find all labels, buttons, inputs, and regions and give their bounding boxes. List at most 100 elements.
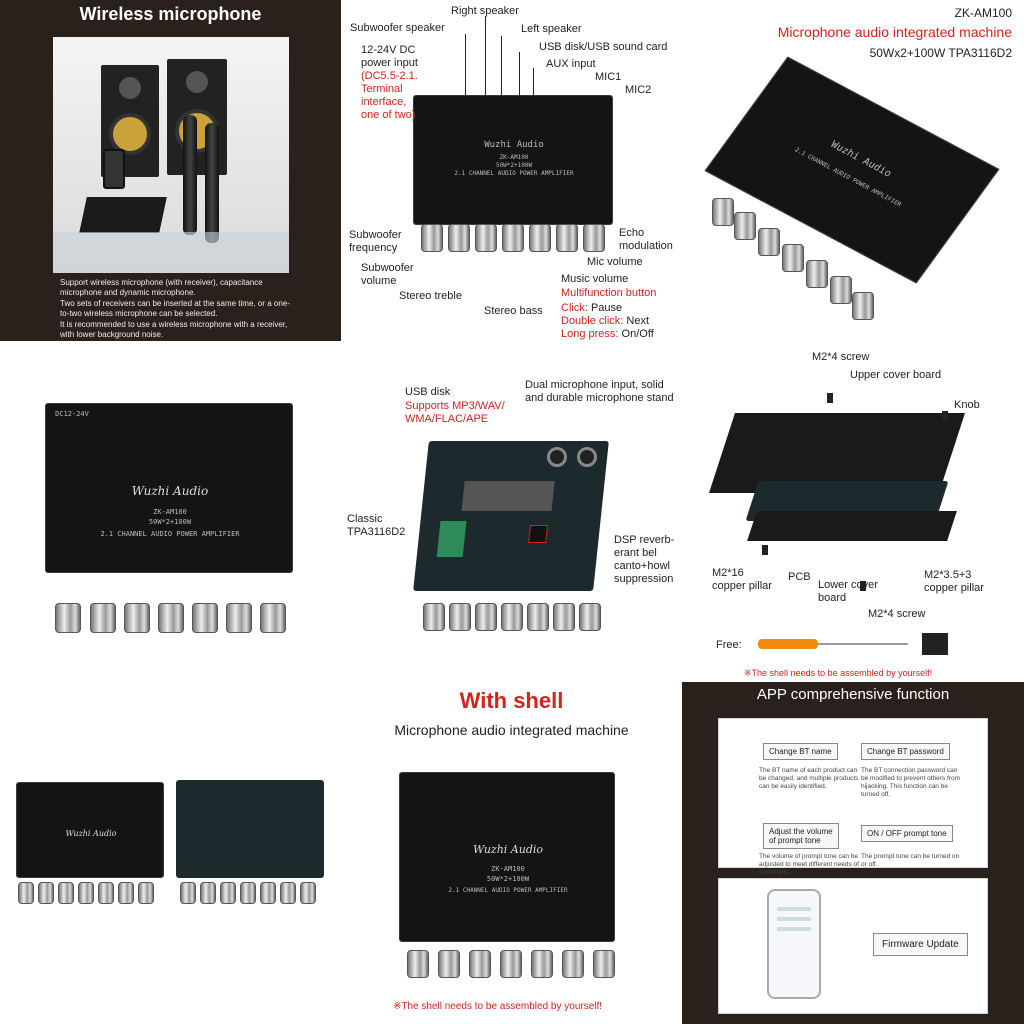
knob[interactable] [734, 212, 756, 240]
knob-mic[interactable] [226, 603, 252, 633]
knob-treble[interactable] [124, 603, 150, 633]
knob[interactable] [593, 950, 615, 978]
knob[interactable] [449, 603, 471, 631]
knob[interactable] [407, 950, 429, 978]
knob-echo[interactable] [260, 603, 286, 633]
change-bt-password-button[interactable]: Change BT password [861, 743, 950, 760]
onoff-prompt-button[interactable]: ON / OFF prompt tone [861, 825, 953, 842]
mic-jack-1[interactable] [547, 447, 567, 467]
knob-bass[interactable] [502, 224, 524, 252]
board-power: 50W*2+100W [486, 875, 530, 883]
click-value: Pause [590, 302, 623, 314]
double-click-value: Next [626, 315, 650, 327]
knob[interactable] [782, 244, 804, 272]
knob[interactable] [38, 882, 54, 904]
knob[interactable] [180, 882, 196, 904]
panel-title: Wireless microphone [79, 4, 262, 24]
knob[interactable] [240, 882, 256, 904]
knob-mic[interactable] [556, 224, 578, 252]
product-photo [53, 37, 289, 273]
board-brand: Wuzhi Audio [472, 843, 544, 856]
knob[interactable] [531, 950, 553, 978]
microphone-2 [205, 123, 219, 243]
knob[interactable] [562, 950, 584, 978]
label-power-2: power input [361, 57, 418, 69]
knob[interactable] [830, 276, 852, 304]
knob-bass[interactable] [158, 603, 184, 633]
knob[interactable] [758, 228, 780, 256]
knob[interactable] [18, 882, 34, 904]
feature-list: Support wireless microphone (with receiv… [60, 278, 290, 341]
knob[interactable] [58, 882, 74, 904]
knob[interactable] [78, 882, 94, 904]
knob[interactable] [852, 292, 874, 320]
knob[interactable] [469, 950, 491, 978]
change-bt-password-desc: The BT connection password can be modifi… [861, 767, 960, 798]
chip-tpa3116 [436, 521, 467, 557]
app-features-card: Change BT name The BT name of each produ… [718, 718, 988, 876]
label-m24-bottom: M2*4 screw [868, 608, 926, 620]
label-sub-vol-2: volume [361, 275, 397, 287]
board-dc: DC12-24V [55, 410, 89, 418]
screw [860, 581, 866, 591]
knob[interactable] [138, 882, 154, 904]
board-model: ZK-AM100 [491, 865, 525, 873]
knob[interactable] [220, 882, 236, 904]
panel-subtitle: Microphone audio integrated machine [394, 722, 629, 738]
knob[interactable] [438, 950, 460, 978]
shell-note: ※The shell needs to be assembled by your… [393, 1001, 603, 1012]
adjust-volume-button[interactable]: Adjust the volume of prompt tone [763, 823, 839, 849]
label-m216-2: copper pillar [712, 580, 772, 592]
amplifier-board: Wuzhi Audio ZK-AM100 50W*2+100W 2.1 CHAN… [399, 772, 615, 942]
knob-music[interactable] [529, 224, 551, 252]
onoff-prompt-desc: The prompt tone can be turned on or off. [861, 853, 960, 868]
knob-treble[interactable] [475, 224, 497, 252]
label-treble: Stereo treble [399, 290, 462, 302]
board-with-shell: Wuzhi Audio [16, 782, 164, 878]
label-mic-volume: Mic volume [587, 256, 643, 268]
knob[interactable] [118, 882, 134, 904]
firmware-update-button[interactable]: Firmware Update [873, 933, 968, 956]
long-press-value: On/Off [621, 328, 654, 340]
label-right-speaker: Right speaker [451, 5, 519, 17]
knob[interactable] [423, 603, 445, 631]
knob[interactable] [475, 603, 497, 631]
knob[interactable] [300, 882, 316, 904]
knob-sub-freq[interactable] [421, 224, 443, 252]
knob-sub-vol[interactable] [448, 224, 470, 252]
knob-sub-vol[interactable] [90, 603, 116, 633]
change-bt-name-button[interactable]: Change BT name [763, 743, 838, 760]
knob[interactable] [98, 882, 114, 904]
knob[interactable] [501, 603, 523, 631]
knob-sub-freq[interactable] [55, 603, 81, 633]
knob[interactable] [712, 198, 734, 226]
bullet-3: It is recommended to use a wireless micr… [60, 320, 288, 339]
knob[interactable] [200, 882, 216, 904]
board-brand: Wuzhi Audio [828, 139, 894, 180]
screw [827, 393, 833, 403]
board-model: ZK-AM100 [499, 154, 529, 161]
phone [103, 149, 125, 189]
label-power-red-3: interface, [361, 96, 407, 108]
label-usb: USB disk/USB sound card [539, 41, 668, 53]
knob[interactable] [806, 260, 828, 288]
knob[interactable] [579, 603, 601, 631]
label-power-red-4: one of two) [361, 109, 416, 121]
label-usb-formats-2: WMA/FLAC/APE [405, 413, 489, 425]
knob[interactable] [260, 882, 276, 904]
adjust-volume-line-1: Adjust the volume [769, 827, 833, 836]
knob[interactable] [553, 603, 575, 631]
mic-jack-2[interactable] [577, 447, 597, 467]
firmware-card: Firmware Update [718, 878, 988, 1014]
label-usb-formats-1: Supports MP3/WAV/ [405, 400, 505, 412]
bullet-2: Two sets of receivers can be inserted at… [60, 299, 290, 318]
glass-table [53, 232, 289, 273]
knob-echo[interactable] [583, 224, 605, 252]
change-bt-name-desc: The BT name of each product can be chang… [759, 767, 859, 790]
knob[interactable] [527, 603, 549, 631]
label-power-1: 12-24V DC [361, 44, 416, 56]
knob-music[interactable] [192, 603, 218, 633]
knob[interactable] [500, 950, 522, 978]
heatsink [461, 481, 555, 511]
knob[interactable] [280, 882, 296, 904]
